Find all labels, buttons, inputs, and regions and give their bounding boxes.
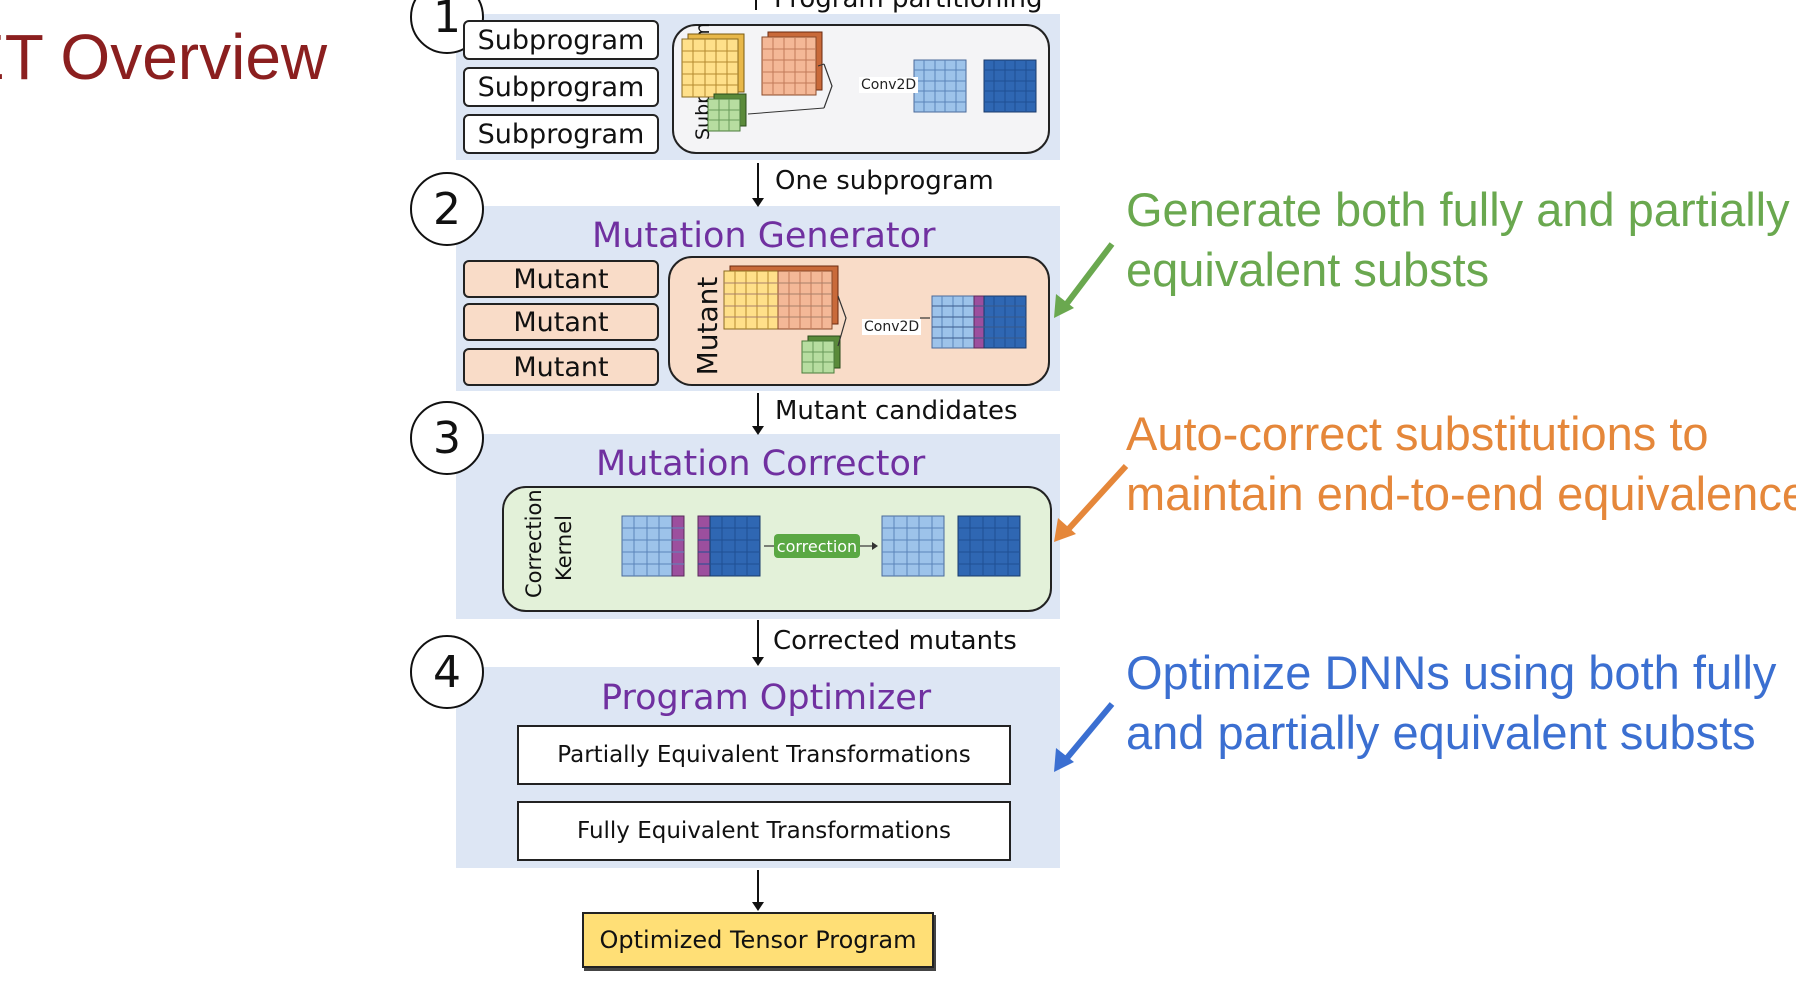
stage-2-title: Mutation Generator — [592, 216, 936, 256]
conv2d-label: Conv2D — [862, 319, 922, 335]
yellow-orange-tensor-stack — [723, 265, 839, 330]
optimized-tensor-program-box: Optimized Tensor Program — [582, 912, 934, 968]
mutant-tensor-graph — [723, 265, 1027, 374]
flow-arrow-3-4 — [757, 620, 759, 662]
green-tensor-stack — [801, 335, 841, 374]
light-blue-tensor — [913, 59, 967, 113]
flow-arrow-4-output-head — [752, 902, 764, 911]
note-generate-line2: equivalent substs — [1126, 243, 1490, 296]
output-light-blue-tensor — [881, 515, 945, 577]
flow-label-one-subprogram: One subprogram — [775, 166, 994, 196]
note-generate: Generate both fully and partially equiva… — [1126, 180, 1790, 300]
stage-3-title: Mutation Corrector — [596, 444, 926, 484]
orange-tensor-stack — [761, 31, 823, 96]
note-auto-correct: Auto-correct substitutions to maintain e… — [1126, 404, 1796, 524]
stage-4-title: Program Optimizer — [601, 678, 932, 718]
slide-title: ET Overview — [0, 21, 328, 93]
note-optimize-line1: Optimize DNNs using both fully — [1126, 646, 1777, 699]
partially-equivalent-transformations-box: Partially Equivalent Transformations — [517, 725, 1011, 785]
note-optimize-line2: and partially equivalent substs — [1126, 706, 1756, 759]
input-tensor-a — [621, 515, 685, 577]
flow-arrow-1-2-head — [752, 198, 764, 207]
note-generate-line1: Generate both fully and partially — [1126, 183, 1790, 236]
flow-arrow-4-output — [757, 870, 759, 906]
yellow-tensor-stack — [681, 33, 745, 98]
step-number-3: 3 — [410, 401, 484, 475]
flow-arrow-3-4-head — [752, 657, 764, 666]
step-number-2: 2 — [410, 172, 484, 246]
subprogram-tensor-graph — [681, 31, 1037, 132]
mutant-box: Mutant — [463, 348, 659, 386]
flow-label-corrected-mutants: Corrected mutants — [773, 626, 1017, 656]
green-tensor-stack — [707, 93, 747, 132]
dark-blue-tensor — [983, 59, 1037, 113]
input-tensor-b — [697, 515, 761, 577]
output-dark-blue-tensor — [957, 515, 1021, 577]
flow-arrow-top — [755, 0, 757, 10]
fully-equivalent-transformations-box: Fully Equivalent Transformations — [517, 801, 1011, 861]
flow-arrow-2-3 — [757, 393, 759, 431]
correction-tensor-graph — [621, 515, 1021, 577]
flow-arrow-2-3-head — [752, 426, 764, 435]
subprogram-box: Subprogram — [463, 67, 659, 107]
note-arrow-green — [1054, 242, 1115, 318]
flow-label-mutant-candidates: Mutant candidates — [775, 396, 1018, 426]
conv2d-label: Conv2D — [859, 77, 919, 93]
step-number-4: 4 — [410, 635, 484, 709]
note-auto-correct-line1: Auto-correct substitutions to — [1126, 407, 1709, 460]
note-arrow-blue — [1054, 702, 1115, 772]
note-optimize: Optimize DNNs using both fully and parti… — [1126, 643, 1776, 763]
correction-op-label: correction — [774, 534, 860, 558]
mutant-box: Mutant — [463, 303, 659, 341]
mixed-output-tensor — [931, 295, 1027, 349]
flow-label-top: Program partitioning — [774, 0, 1043, 14]
mutant-box: Mutant — [463, 260, 659, 298]
flow-arrow-1-2 — [757, 163, 759, 203]
note-auto-correct-line2: maintain end-to-end equivalence — [1126, 467, 1796, 520]
subprogram-box: Subprogram — [463, 20, 659, 60]
subprogram-box: Subprogram — [463, 114, 659, 154]
note-arrow-orange — [1054, 463, 1129, 542]
